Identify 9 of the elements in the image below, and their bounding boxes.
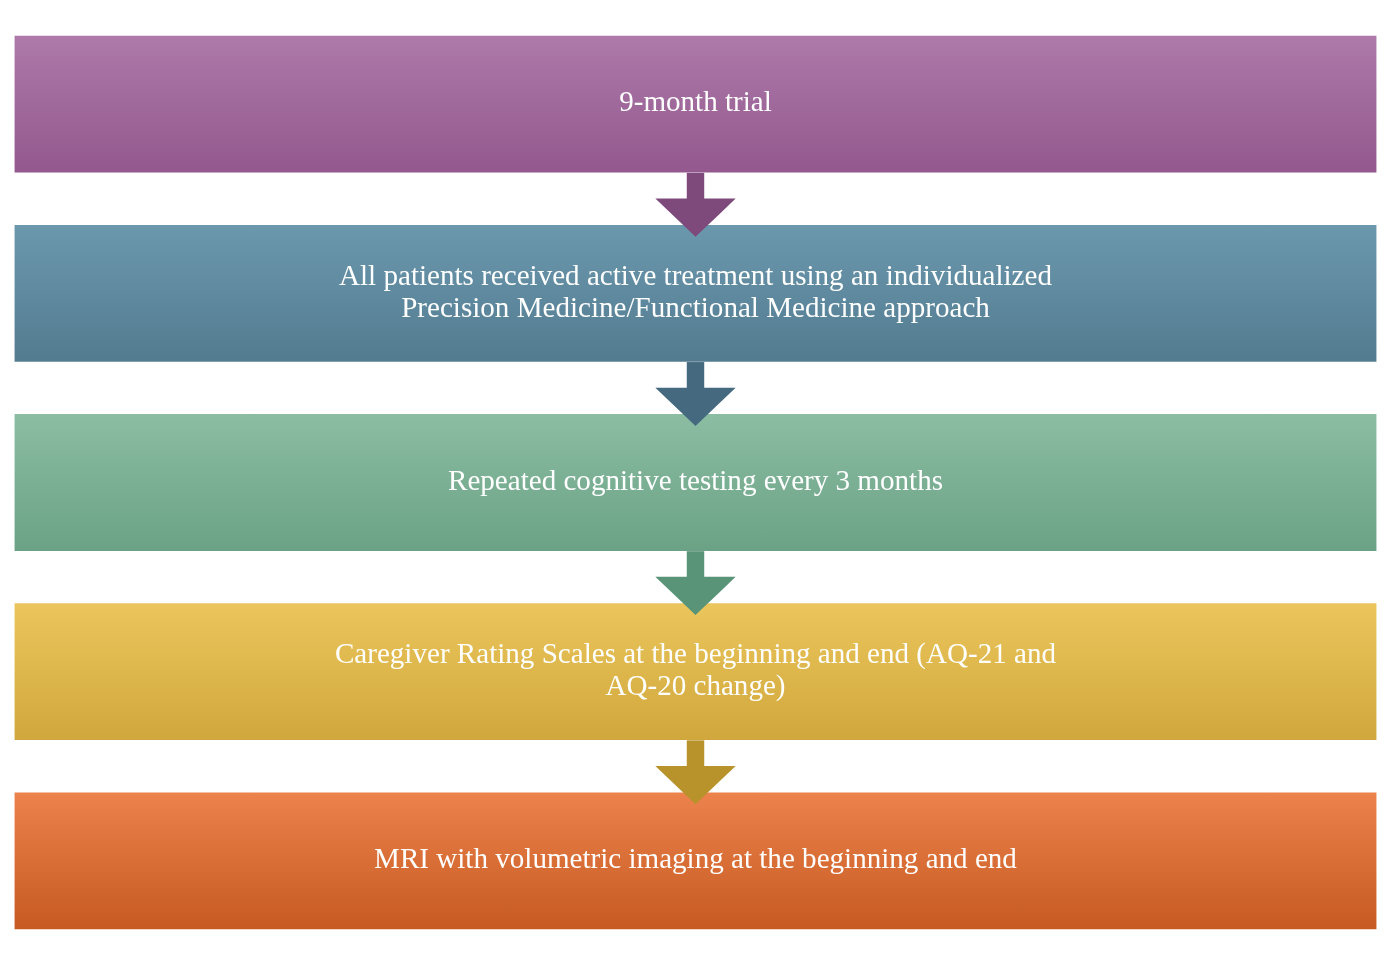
node-box: Repeated cognitive testing every 3 months xyxy=(14,413,1377,551)
node-box: All patients received active treatment using an individualized Precision Medicine/Functional Medicine approach xyxy=(14,224,1377,362)
node-box: 9-month trial xyxy=(14,35,1377,173)
arrow xyxy=(655,739,736,804)
arrow xyxy=(655,172,736,237)
arrow xyxy=(655,361,736,426)
arrow xyxy=(655,550,736,615)
node-box: Caregiver Rating Scales at the beginning and end (AQ-21 and AQ-20 change) xyxy=(14,602,1377,740)
node-box: MRI with volumetric imaging at the beginning and end xyxy=(14,791,1377,929)
